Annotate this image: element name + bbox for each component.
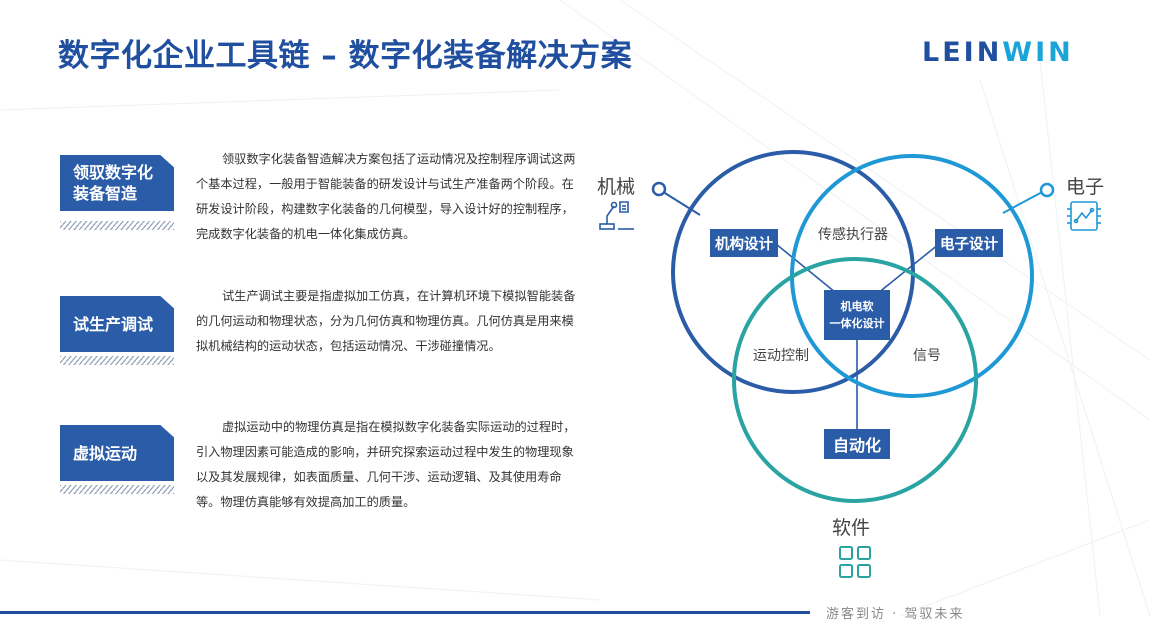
box-automation: 自动化 bbox=[824, 429, 890, 459]
badge-line-2: 装备智造 bbox=[73, 184, 138, 203]
section-badge: 虚拟运动 bbox=[60, 425, 174, 481]
section-paragraph: 试生产调试主要是指虚拟加工仿真，在计算机环境下模拟智能装备的几何运动和物理状态，… bbox=[196, 289, 576, 353]
box-mechanism-design: 机构设计 bbox=[710, 229, 778, 257]
app-grid-icon bbox=[839, 546, 871, 578]
section-paragraph: 虚拟运动中的物理仿真是指在模拟数字化装备实际运动的过程时，引入物理因素可能造成的… bbox=[196, 420, 576, 509]
label-electronic: 电子 bbox=[1066, 176, 1105, 198]
brand-logo: LEINWIN bbox=[922, 37, 1074, 68]
anchor-dot-mech bbox=[651, 181, 667, 197]
badge-line-1: 领驭数字化 bbox=[73, 163, 154, 182]
section-badge: 领驭数字化 装备智造 bbox=[60, 155, 174, 211]
badge-hatch bbox=[60, 356, 174, 365]
circuit-board-icon bbox=[1067, 201, 1101, 231]
connector-mech bbox=[659, 189, 701, 216]
robot-arm-icon bbox=[599, 201, 634, 230]
label-motion-control: 运动控制 bbox=[753, 348, 809, 364]
box-electronic-design: 电子设计 bbox=[935, 229, 1003, 257]
logo-text-part1: LEIN bbox=[922, 37, 1003, 68]
badge-hatch bbox=[60, 485, 174, 494]
circle-software bbox=[732, 257, 978, 503]
badge-line-1: 试生产调试 bbox=[73, 314, 154, 334]
section-paragraph: 领驭数字化装备智造解决方案包括了运动情况及控制程序调试这两个基本过程，一般用于智… bbox=[196, 152, 576, 241]
badge-hatch bbox=[60, 221, 174, 230]
center-line-2: 一体化设计 bbox=[829, 317, 885, 330]
center-line-1: 机电软 bbox=[840, 300, 874, 313]
box-integrated-design: 机电软 一体化设计 bbox=[824, 290, 890, 340]
connector-elec bbox=[1002, 189, 1047, 214]
label-sensor-actuator: 传感执行器 bbox=[818, 227, 888, 243]
section-badge: 试生产调试 bbox=[60, 296, 174, 352]
label-mechanical: 机械 bbox=[597, 176, 636, 198]
page-title: 数字化企业工具链 – 数字化装备解决方案 bbox=[58, 38, 633, 74]
label-signal: 信号 bbox=[913, 348, 941, 364]
badge-line-1: 虚拟运动 bbox=[73, 443, 138, 463]
anchor-dot-elec bbox=[1039, 182, 1055, 198]
footer-line bbox=[0, 611, 810, 614]
logo-text-part2: WIN bbox=[1002, 37, 1074, 68]
label-software: 软件 bbox=[832, 517, 871, 539]
